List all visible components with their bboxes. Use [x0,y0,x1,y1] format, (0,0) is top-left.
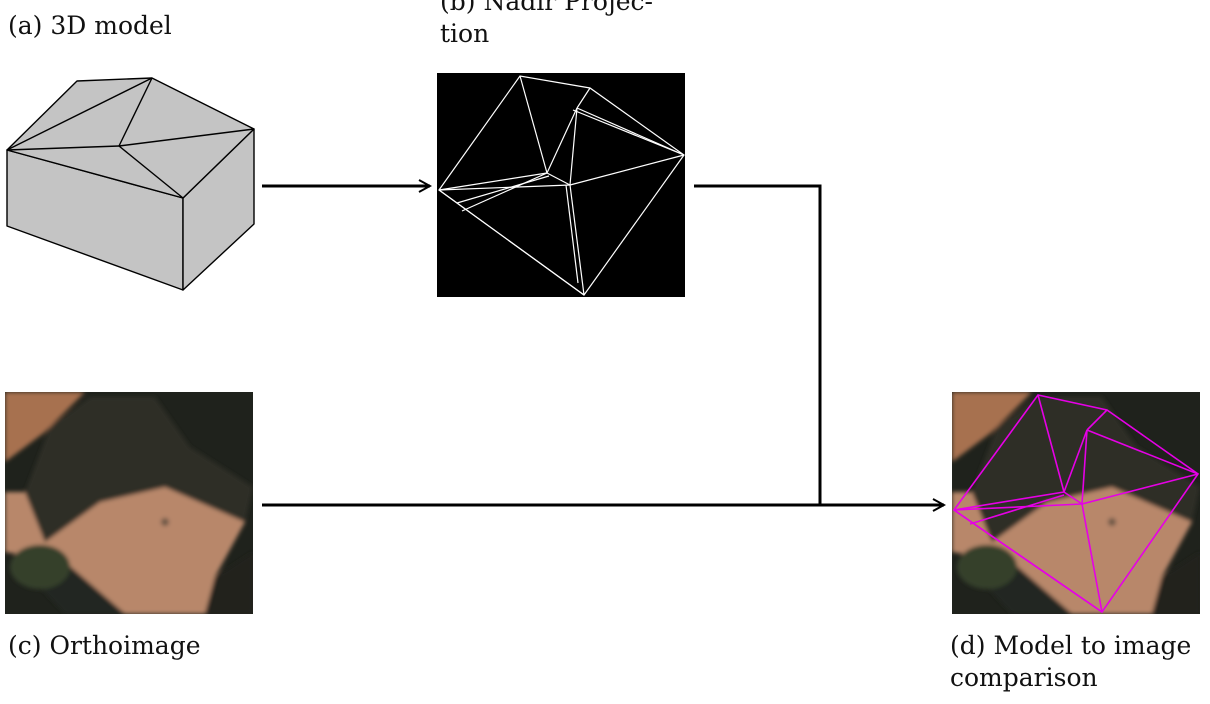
model-to-image-comparison-figure [952,392,1200,614]
ortho-dark-edge [205,552,253,614]
caption-model-to-image-comparison: (d) Model to image comparison [950,631,1192,692]
model-roof-ridge-2 [6,145,120,151]
connector-nadir-to-comparison [694,184,822,505]
model-roof-ridge-3 [118,77,153,147]
caption-orthoimage: (c) Orthoimage [8,631,201,660]
model-roof-ridge-1 [6,77,153,151]
ortho-tree [10,545,70,589]
model-roof-ridge-5 [118,145,184,199]
caption-3d-model: (a) 3D model [8,11,172,40]
ortho-terracotta-roof [5,487,245,614]
nadir-projection-figure [437,73,685,297]
ortho-dark-roof [25,397,253,542]
ortho-terracotta-roof-left [5,392,85,462]
model-roof [6,77,255,199]
nadir-wireframe [438,75,685,296]
caption-nadir-projection: (b) Nadir Projec- tion [440,0,653,48]
overlay-wireframe [952,394,1200,614]
orthoimage-figure [5,392,253,614]
model-roof-ridge-4 [118,128,255,147]
3d-model-figure [6,77,255,291]
